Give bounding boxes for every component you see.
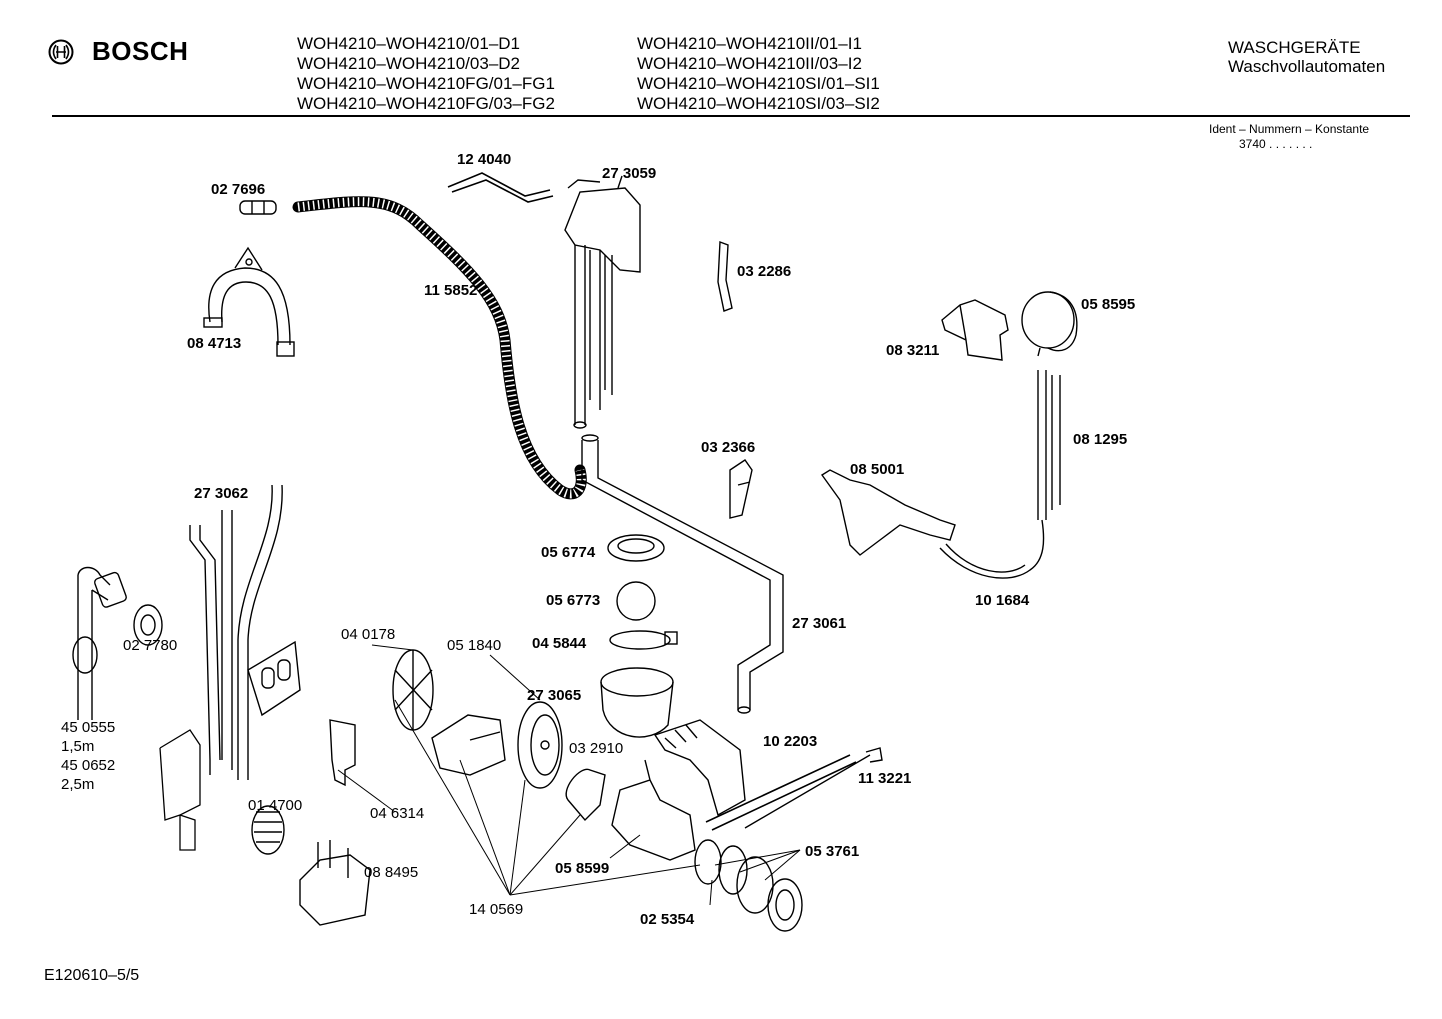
hose-101684 xyxy=(939,519,1045,579)
dispenser-273059 xyxy=(564,175,641,429)
part-label-046314: 04 6314 xyxy=(370,805,425,822)
model-list-left: WOH4210–WOH4210/01–D1 WOH4210–WOH4210/03… xyxy=(297,34,555,114)
mounting-plate xyxy=(159,729,201,851)
model-line: WOH4210–WOH4210/01–D1 xyxy=(297,34,521,53)
part-label-014700: 01 4700 xyxy=(248,797,303,814)
rod-102203 xyxy=(705,754,857,831)
pulley-051840 xyxy=(517,701,563,789)
part-label-102203: 10 2203 xyxy=(763,733,818,750)
part-label-056773: 05 6773 xyxy=(546,592,601,609)
brand-block: BOSCH xyxy=(48,36,188,67)
drawing-code: E120610–5/5 xyxy=(44,967,140,984)
part-label-032366: 03 2366 xyxy=(701,439,756,456)
category-subtitle: Waschvollautomaten xyxy=(1228,57,1386,76)
valve-088495 xyxy=(299,840,371,926)
model-list-right: WOH4210–WOH4210II/01–I1 WOH4210–WOH4210I… xyxy=(637,34,880,114)
rod-124040 xyxy=(447,172,554,203)
leader-lines xyxy=(337,644,801,906)
part-label-058595: 05 8595 xyxy=(1081,296,1136,313)
part-label-124040: 12 4040 xyxy=(457,151,512,168)
brand-name: BOSCH xyxy=(92,36,189,66)
model-line: WOH4210–WOH4210II/03–I2 xyxy=(637,54,862,73)
model-line: WOH4210–WOH4210SI/01–SI1 xyxy=(637,74,880,93)
coil-014700 xyxy=(251,805,285,855)
tubes-273062 xyxy=(189,484,283,780)
bracket-083211 xyxy=(941,299,1009,361)
seal-056774 xyxy=(607,534,665,562)
clip-032286 xyxy=(717,241,733,312)
part-label-273061: 27 3061 xyxy=(792,615,847,632)
hose-length-1: 1,5m xyxy=(61,738,95,755)
cap-032910 xyxy=(565,768,606,822)
bosch-logo-icon xyxy=(48,39,74,64)
clamp-084713 xyxy=(203,246,295,357)
bracket-085001 xyxy=(820,469,956,556)
part-label-140569: 14 0569 xyxy=(469,901,524,918)
ball-056773 xyxy=(616,581,656,621)
model-line: WOH4210–WOH4210/03–D2 xyxy=(297,54,521,73)
model-line: WOH4210–WOH4210SI/03–SI2 xyxy=(637,94,880,113)
part-label-053761: 05 3761 xyxy=(805,843,860,860)
ring-027780 xyxy=(133,604,163,646)
part-label-045844: 04 5844 xyxy=(532,635,587,652)
pipe-273061 xyxy=(581,434,784,714)
header-divider xyxy=(52,115,1410,117)
model-line: WOH4210–WOH4210FG/01–FG1 xyxy=(297,74,555,93)
part-label-450652: 45 0652 xyxy=(61,757,116,774)
part-label-056774: 05 6774 xyxy=(541,544,596,561)
part-label-450555: 45 0555 xyxy=(61,719,116,736)
pump-motor xyxy=(431,714,506,776)
sump-273065 xyxy=(600,667,746,817)
bracket-with-holes xyxy=(247,640,301,717)
part-label-025354: 02 5354 xyxy=(640,911,695,928)
part-label-088495: 08 8495 xyxy=(364,864,419,881)
part-label-081295: 08 1295 xyxy=(1073,431,1128,448)
ident-block: Ident – Nummern – Konstante 3740 . . . .… xyxy=(1209,122,1369,152)
part-label-058599: 05 8599 xyxy=(555,860,610,877)
pump-housing-058599 xyxy=(611,759,696,861)
part-label-027780: 02 7780 xyxy=(123,637,178,654)
pressure-switch-058595 xyxy=(1021,291,1078,357)
clamp-ring-045844 xyxy=(609,630,678,650)
part-label-051840: 05 1840 xyxy=(447,637,502,654)
ident-label: Ident – Nummern – Konstante xyxy=(1209,122,1370,136)
part-label-273059: 27 3059 xyxy=(602,165,657,182)
part-label-027696: 02 7696 xyxy=(211,181,266,198)
relay-046314 xyxy=(329,719,356,787)
part-label-113221: 11 3221 xyxy=(858,770,912,787)
part-label-084713: 08 4713 xyxy=(187,335,242,352)
part-label-101684: 10 1684 xyxy=(975,592,1030,609)
part-label-032286: 03 2286 xyxy=(737,263,792,280)
corrugated-hose xyxy=(292,196,587,500)
connector-027696 xyxy=(239,200,277,215)
part-label-115852: 11 5852 xyxy=(424,282,478,299)
seals-053761 xyxy=(694,839,803,932)
part-label-085001: 08 5001 xyxy=(850,461,905,478)
category-title: WASCHGERÄTE xyxy=(1228,38,1361,57)
clip-032366 xyxy=(729,459,753,519)
ident-value: 3740 . . . . . . . xyxy=(1239,137,1313,151)
model-line: WOH4210–WOH4210II/01–I1 xyxy=(637,34,862,53)
part-label-040178: 04 0178 xyxy=(341,626,396,643)
part-label-083211: 08 3211 xyxy=(886,342,940,359)
tube-081295 xyxy=(1037,370,1061,520)
drain-hose-450555 xyxy=(72,566,127,720)
model-line: WOH4210–WOH4210FG/03–FG2 xyxy=(297,94,555,113)
category-block: WASCHGERÄTE Waschvollautomaten xyxy=(1228,38,1385,76)
fan-040178 xyxy=(392,649,434,731)
part-label-032910: 03 2910 xyxy=(569,740,624,757)
part-label-273062: 27 3062 xyxy=(194,485,249,502)
sensor-113221 xyxy=(744,747,883,829)
hose-length-2: 2,5m xyxy=(61,776,95,793)
part-label-273065: 27 3065 xyxy=(527,687,582,704)
